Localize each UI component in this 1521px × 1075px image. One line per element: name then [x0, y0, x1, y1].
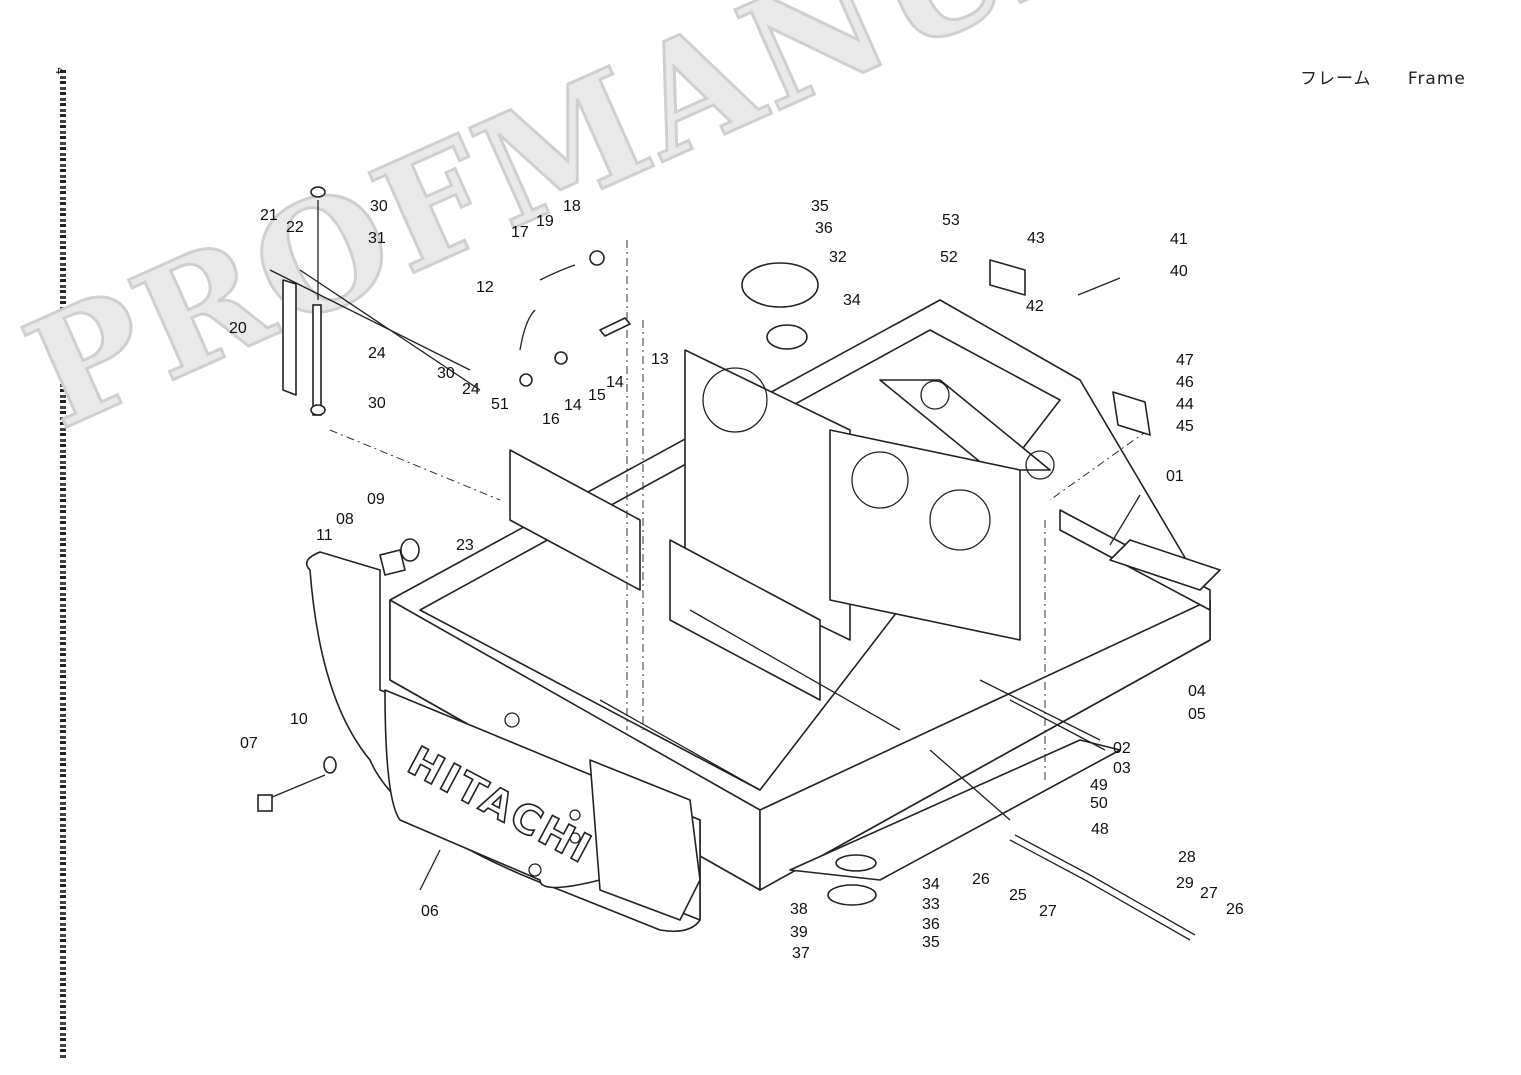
- callout-label: 43: [1027, 230, 1045, 247]
- callout-label: 50: [1090, 795, 1108, 812]
- callout-label: 30: [370, 198, 388, 215]
- callout-label: 40: [1170, 263, 1188, 280]
- callout-label: 03: [1113, 760, 1131, 777]
- callout-label: 39: [790, 924, 808, 941]
- callout-label: 17: [511, 224, 529, 241]
- leader-lines: [269, 240, 1149, 891]
- callout-label: 27: [1039, 903, 1057, 920]
- callout-label: 31: [368, 230, 386, 247]
- callout-label: 24: [462, 381, 480, 398]
- binding-edge: [60, 70, 66, 1060]
- callout-label: 37: [792, 945, 810, 962]
- callout-label: 49: [1090, 777, 1108, 794]
- callout-label: 51: [491, 396, 509, 413]
- callout-label: 53: [942, 212, 960, 229]
- callout-label: 47: [1176, 352, 1194, 369]
- callout-label: 16: [542, 411, 560, 428]
- callout-label: 19: [536, 213, 554, 230]
- callout-label: 28: [1178, 849, 1196, 866]
- callout-label: 08: [336, 511, 354, 528]
- title-japanese: フレーム: [1300, 69, 1372, 89]
- callout-label: 36: [815, 220, 833, 237]
- callout-label: 14: [606, 374, 624, 391]
- callout-label: 24: [368, 345, 386, 362]
- callout-label: 42: [1026, 298, 1044, 315]
- callout-label: 22: [286, 219, 304, 236]
- callout-label: 30: [368, 395, 386, 412]
- callout-label: 23: [456, 537, 474, 554]
- under-cover: [789, 739, 1121, 881]
- callout-label: 29: [1176, 875, 1194, 892]
- callout-label: 11: [316, 527, 333, 544]
- callout-label: 45: [1176, 418, 1194, 435]
- callout-label: 52: [940, 249, 958, 266]
- callout-label: 41: [1170, 231, 1188, 248]
- callout-label: 09: [367, 491, 385, 508]
- callout-label: 15: [588, 387, 606, 404]
- callout-label: 10: [290, 711, 308, 728]
- callout-label: 36: [922, 916, 940, 933]
- callout-label: 06: [421, 903, 439, 920]
- callout-label: 12: [476, 279, 494, 296]
- callout-label: 34: [922, 876, 940, 893]
- callout-label: 30: [437, 365, 455, 382]
- callout-label: 48: [1091, 821, 1109, 838]
- callout-label: 25: [1009, 887, 1027, 904]
- page-title: フレーム Frame: [1300, 64, 1466, 89]
- callout-label: 01: [1166, 468, 1184, 485]
- callout-label: 34: [843, 292, 861, 309]
- callout-label: 33: [922, 896, 940, 913]
- callout-label: 20: [229, 320, 247, 337]
- callout-label: 38: [790, 901, 808, 918]
- callout-label: 02: [1113, 740, 1131, 757]
- callout-label: 14: [564, 397, 582, 414]
- callout-label: 18: [563, 198, 581, 215]
- callout-label: 13: [651, 351, 669, 368]
- callout-label: 44: [1176, 396, 1194, 413]
- callout-label: 26: [1226, 901, 1244, 918]
- callout-label: 35: [811, 198, 829, 215]
- callout-label: 26: [972, 871, 990, 888]
- title-english: Frame: [1407, 69, 1466, 89]
- callout-label: 46: [1176, 374, 1194, 391]
- callout-label: 27: [1200, 885, 1218, 902]
- callout-label: 07: [240, 735, 258, 752]
- callout-labels: 01 02 03 04 05 06 07 08 09 10 11 12 13 1…: [229, 198, 1244, 962]
- callout-label: 05: [1188, 706, 1206, 723]
- callout-label: 35: [922, 934, 940, 951]
- callout-label: 32: [829, 249, 847, 266]
- callout-label: 04: [1188, 683, 1206, 700]
- callout-label: 21: [260, 207, 278, 224]
- small-parts: [257, 186, 1196, 941]
